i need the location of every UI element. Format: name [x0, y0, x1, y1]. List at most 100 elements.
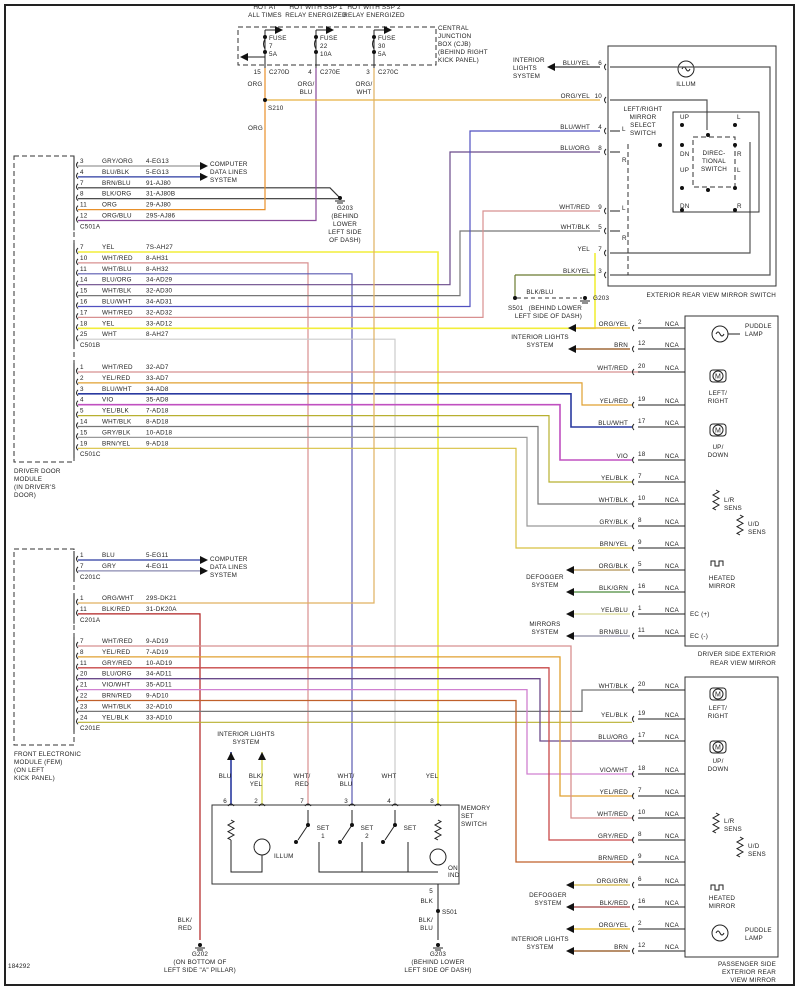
wire-color-label: BLU — [340, 781, 353, 788]
wire-color-label: YEL/RED — [600, 789, 629, 796]
bus-arrow-icon — [275, 26, 283, 34]
pin-number: 16 — [638, 898, 646, 905]
switch-internal — [610, 66, 771, 276]
pin-number: 20 — [638, 681, 646, 688]
interior-lights-label: INTERIOR — [513, 57, 545, 64]
fuse-number: 7 — [269, 43, 273, 50]
wire-color-label: BLK — [420, 898, 433, 905]
puddle-lamp-label: PUDDLE — [745, 323, 772, 330]
pin-number: 3 — [80, 158, 84, 165]
on-indicator-led-icon — [429, 848, 447, 866]
ground-location-label: LEFT SIDE OF DASH) — [515, 313, 582, 320]
connector-pin-icon — [632, 686, 635, 694]
directional-switch-label: DIREC- — [703, 150, 726, 157]
nca-label: NCA — [665, 734, 679, 741]
pin-number: 1 — [638, 605, 642, 612]
pin-number: 2 — [254, 798, 258, 805]
pin-number: 12 — [80, 213, 88, 220]
wire-wht-red — [78, 262, 309, 805]
cjb-wire-color: ORG — [248, 81, 263, 88]
switch-contact — [733, 186, 737, 190]
pin-number: 17 — [638, 732, 646, 739]
pin-number: 10 — [595, 93, 603, 100]
passenger-mirror-title: PASSENGER SIDE — [718, 961, 776, 968]
wire-color-label: WHT/RED — [102, 364, 133, 371]
connector-pin-icon — [632, 456, 635, 464]
fem-label: KICK PANEL) — [14, 775, 55, 782]
connector-pin-icon — [76, 433, 79, 440]
fuse-icon — [372, 38, 375, 50]
circuit-label: 5-EG11 — [146, 552, 169, 559]
switch-position-label: L — [737, 114, 741, 121]
circuit-label: 5-EG13 — [146, 169, 169, 176]
switch-contact — [680, 123, 684, 127]
pin-number: 11 — [80, 660, 87, 667]
ud-sens-label: U/D — [748, 843, 760, 850]
on-ind-label: IND — [448, 872, 460, 879]
splice-label: S210 — [268, 105, 284, 112]
ground-location-label: (ON BOTTOM OF — [173, 959, 226, 966]
connector-name: C201C — [80, 574, 101, 581]
switch-position-label: L — [737, 167, 741, 174]
bus-arrow-icon — [384, 26, 392, 34]
wire-color-label: ORG/YEL — [599, 922, 629, 929]
pin-number: 19 — [80, 440, 88, 447]
pin-number: 3 — [344, 798, 348, 805]
interior-lights-arrow-icon — [258, 752, 266, 760]
connector-pin-icon — [348, 803, 356, 807]
set-label: SET — [404, 825, 417, 832]
wire-color-label: BLU — [219, 773, 232, 780]
mirror-switch-box — [607, 45, 777, 287]
pin-number: 11 — [80, 266, 87, 273]
lr-sens-label: SENS — [724, 826, 742, 833]
cjb-wire-color: BLU — [300, 89, 313, 96]
data-line-arrow-icon — [200, 566, 208, 575]
pin-number: 3 — [80, 386, 84, 393]
motor-m-glyph: M — [715, 374, 721, 381]
circuit-label: 35-AD11 — [146, 682, 172, 689]
cjb-box — [237, 26, 437, 66]
computer-data-lines-label: COMPUTER — [210, 161, 248, 168]
cjb-wire-color: ORG/ — [356, 81, 373, 88]
pin-number: 19 — [638, 710, 646, 717]
wire-color-label: WHT/BLK — [599, 497, 629, 504]
switch-contact — [393, 823, 397, 827]
wire-color-label: BRN/YEL — [600, 541, 629, 548]
switch-position-label: UP — [680, 167, 689, 174]
fem-box — [13, 548, 75, 746]
connector-pin-icon — [632, 770, 635, 778]
wire-color-label: BLU/ORG — [102, 277, 132, 284]
circuit-label: 10-AD18 — [146, 429, 173, 436]
circuit-label: 31-DK20A — [146, 606, 177, 613]
wire-yel-red — [78, 656, 632, 797]
circuit-label: 91-AJ80 — [146, 180, 171, 187]
wire-color-label: BRN/RED — [102, 693, 132, 700]
mirrors-arrow-icon — [566, 610, 574, 618]
pin-number: 14 — [80, 419, 88, 426]
switch-position-label: L — [622, 205, 626, 212]
circuit-label: 32-AD7 — [146, 364, 169, 371]
heated-mirror-label: HEATED — [709, 895, 736, 902]
wire-color-label: ORG/BLK — [599, 563, 629, 570]
connector-pin-icon — [76, 313, 79, 320]
circuit-label: 29S-DK21 — [146, 595, 177, 602]
memory-set-switch-set-2 — [341, 824, 353, 841]
directional-switch-label: TIONAL — [702, 158, 726, 165]
pin-number: 25 — [80, 331, 88, 338]
diagram-frame — [4, 4, 795, 986]
driver-door-module-label: DOOR) — [14, 492, 36, 499]
wire-yel-blk — [78, 415, 632, 483]
pin-number: 6 — [223, 798, 227, 805]
driver-door-module-label: (IN DRIVER'S — [14, 484, 56, 491]
driver-door-module-label: DRIVER DOOR — [14, 468, 61, 475]
pin-number: 6 — [638, 876, 642, 883]
pin-number: 7 — [80, 638, 84, 645]
pin-number: 9 — [638, 539, 642, 546]
wire-color-label: YEL/RED — [600, 398, 629, 405]
wire-color-label: VIO/WHT — [600, 767, 628, 774]
circuit-label: 31-AJ80B — [146, 191, 175, 198]
wire-color-label: ORG/WHT — [102, 595, 134, 602]
interior-lights-arrow-icon — [566, 925, 574, 933]
nca-label: NCA — [665, 497, 679, 504]
nca-label: NCA — [665, 855, 679, 862]
